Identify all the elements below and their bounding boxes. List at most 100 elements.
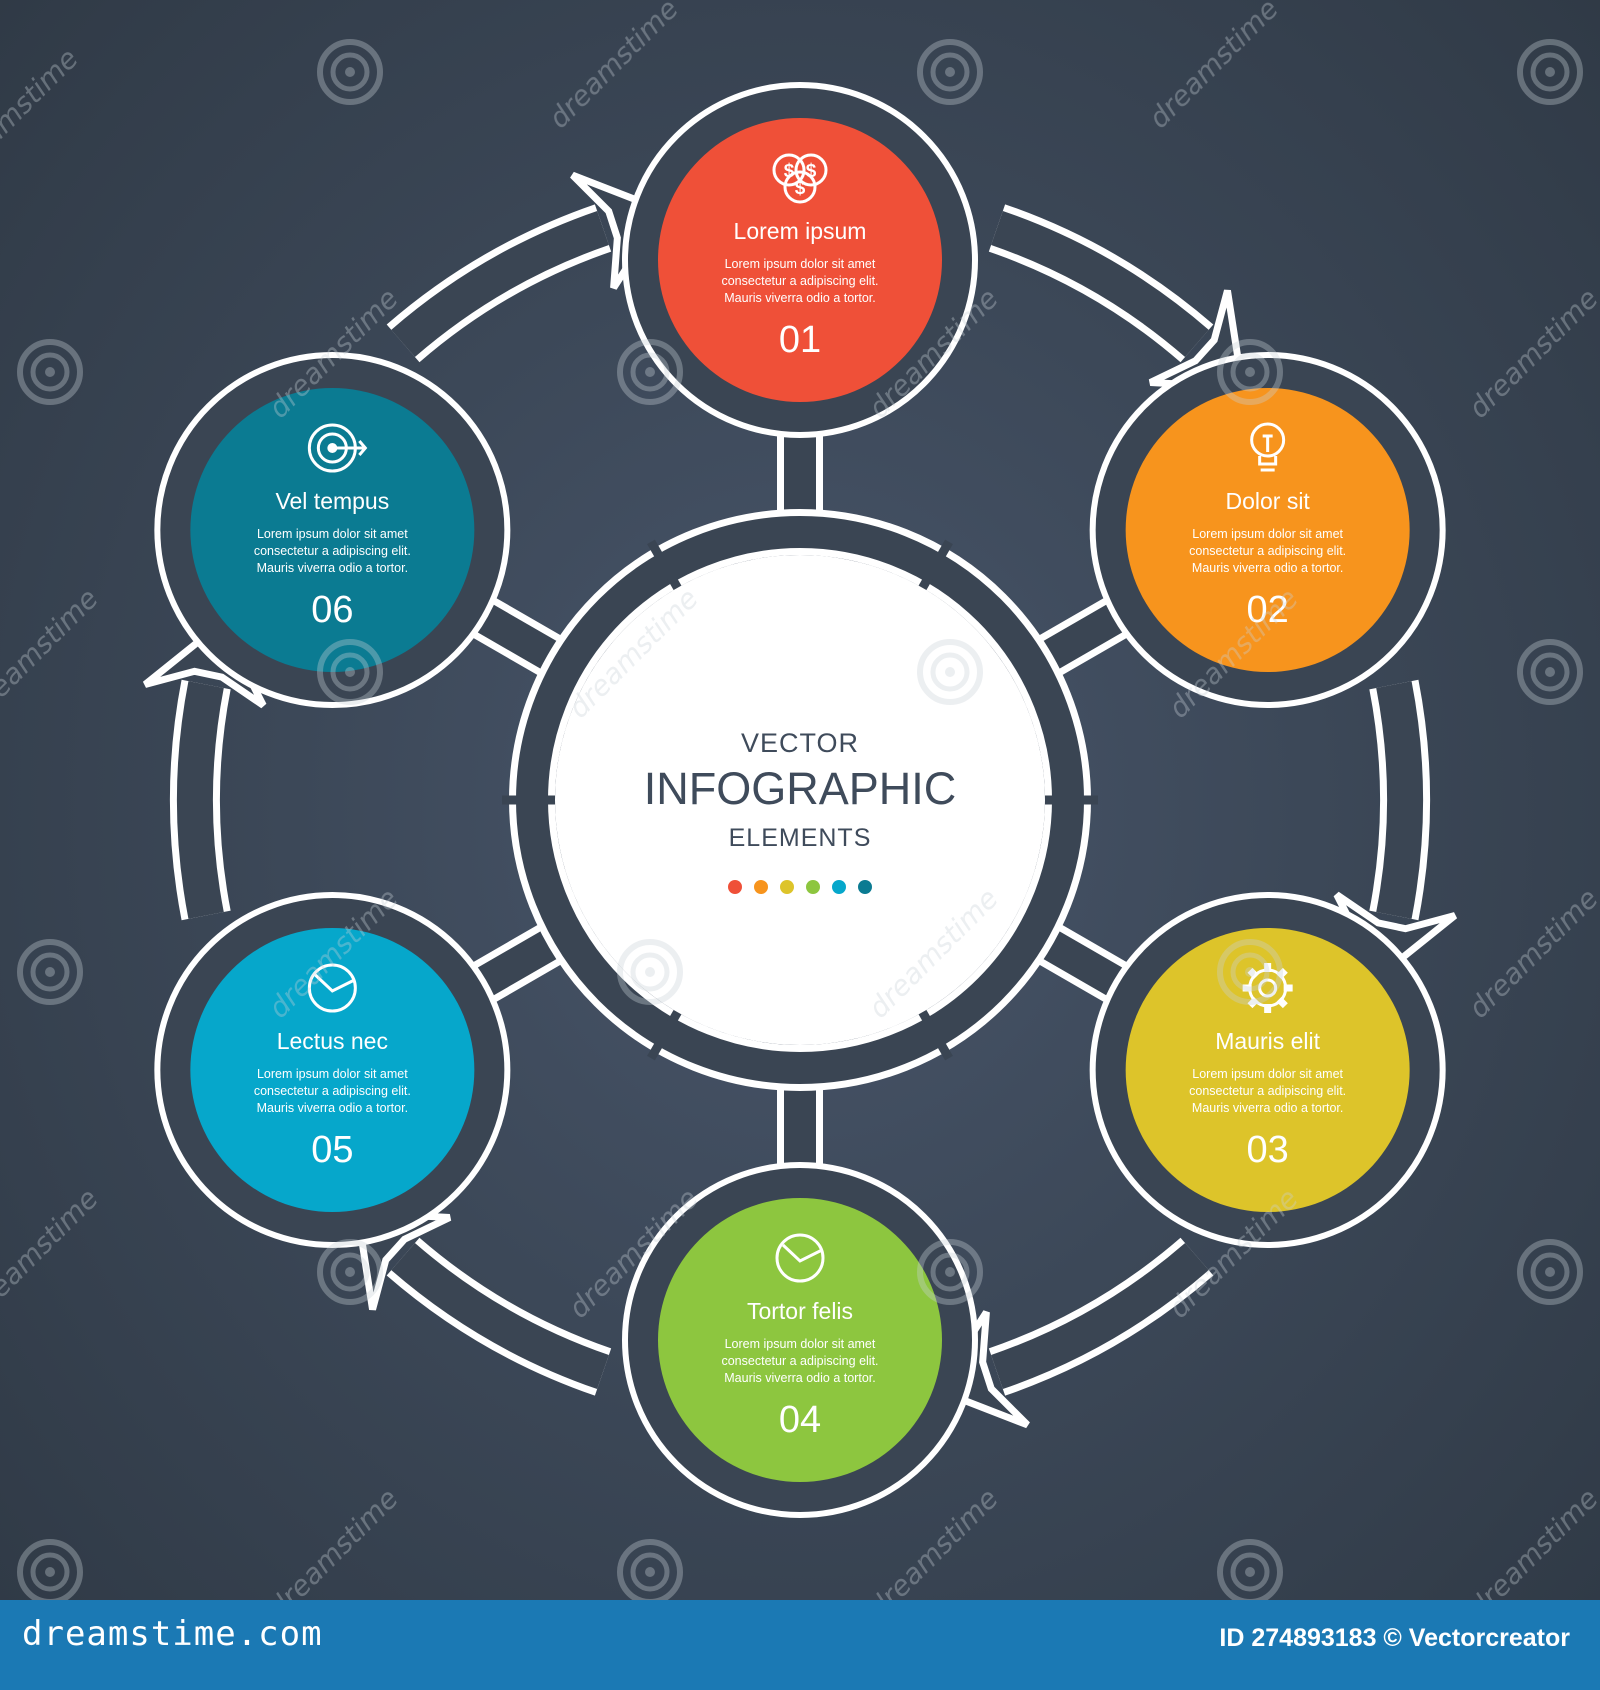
step-title: Lectus nec bbox=[277, 1028, 388, 1054]
watermark-dot bbox=[645, 967, 655, 977]
watermark-logo bbox=[17, 1539, 83, 1600]
watermark-dot bbox=[345, 1267, 355, 1277]
watermark-text: dreamstime bbox=[1142, 0, 1285, 135]
coin-shape bbox=[772, 153, 806, 187]
step-description-line: Mauris viverra odio a tortor. bbox=[724, 291, 875, 305]
color-dot bbox=[858, 880, 872, 894]
watermark-dot bbox=[1545, 667, 1555, 677]
step-title: Lorem ipsum bbox=[734, 218, 867, 244]
step-description-line: Lorem ipsum dolor sit amet bbox=[257, 527, 408, 541]
step-description-line: Mauris viverra odio a tortor. bbox=[1192, 561, 1343, 575]
color-dot bbox=[806, 880, 820, 894]
step-number: 02 bbox=[1247, 589, 1289, 631]
watermark-ring bbox=[930, 652, 970, 692]
color-dot bbox=[832, 880, 846, 894]
watermark-text: dreamstime bbox=[0, 582, 105, 725]
arrow-body-inner bbox=[391, 210, 609, 358]
watermark-logo bbox=[1517, 639, 1583, 705]
color-dots bbox=[728, 880, 872, 894]
coin-shape bbox=[794, 153, 828, 187]
watermark-text: dreamstime bbox=[1462, 882, 1600, 1025]
watermark-logo bbox=[1217, 939, 1283, 1005]
step-title: Dolor sit bbox=[1225, 488, 1310, 514]
center-label: VECTOR INFOGRAPHIC ELEMENTS bbox=[555, 555, 1045, 1045]
watermark-ring bbox=[330, 52, 370, 92]
watermark-dot bbox=[1545, 1267, 1555, 1277]
coin-symbol: $ bbox=[806, 161, 817, 182]
watermark-dot bbox=[345, 67, 355, 77]
footer-image-id: ID 274893183 © Vectorcreator bbox=[1219, 1624, 1570, 1652]
watermark-logo bbox=[617, 939, 683, 1005]
step-number: 03 bbox=[1247, 1129, 1289, 1171]
watermark-logo bbox=[317, 39, 383, 105]
step-circle bbox=[1125, 388, 1410, 672]
watermark-text: dreamstime bbox=[1462, 1482, 1600, 1600]
step-number: 06 bbox=[311, 589, 353, 631]
step-circle bbox=[190, 388, 475, 672]
step-number: 05 bbox=[311, 1129, 353, 1171]
watermark-ring bbox=[1230, 1552, 1270, 1592]
watermark-dot bbox=[1245, 967, 1255, 977]
watermark-dot bbox=[1245, 1567, 1255, 1577]
watermark-ring bbox=[617, 1539, 683, 1600]
watermark-dot bbox=[645, 367, 655, 377]
watermark-ring bbox=[917, 639, 983, 705]
ring-gap bbox=[647, 539, 685, 597]
step-description-line: Lorem ipsum dolor sit amet bbox=[257, 1067, 408, 1081]
target-arrow-head bbox=[358, 440, 368, 456]
step-description-line: Lorem ipsum dolor sit amet bbox=[1192, 527, 1343, 541]
step-title: Tortor felis bbox=[747, 1298, 853, 1324]
watermark-ring bbox=[1530, 1252, 1570, 1292]
watermark-ring bbox=[17, 1539, 83, 1600]
pie-slice bbox=[781, 1243, 823, 1263]
watermark-dot bbox=[945, 1267, 955, 1277]
bulb-shape bbox=[1250, 422, 1286, 458]
watermark-ring bbox=[630, 952, 670, 992]
watermark-logo bbox=[17, 339, 83, 405]
watermark-ring bbox=[1230, 352, 1270, 392]
center-ring-layer bbox=[468, 430, 1132, 1170]
watermark-dot bbox=[45, 1567, 55, 1577]
arrow-body-inner bbox=[991, 210, 1209, 358]
ring-gap bbox=[915, 1003, 953, 1061]
arrow-body-inner bbox=[391, 1242, 609, 1390]
watermark-ring bbox=[330, 652, 370, 692]
watermark-ring bbox=[30, 1552, 70, 1592]
watermark-dot bbox=[1545, 67, 1555, 77]
watermark-logo bbox=[1217, 339, 1283, 405]
step-circle bbox=[190, 928, 475, 1212]
watermark-ring bbox=[330, 1252, 370, 1292]
watermark-logo bbox=[617, 1539, 683, 1600]
step-description-line: Lorem ipsum dolor sit amet bbox=[725, 257, 876, 271]
watermark-logo bbox=[317, 1239, 383, 1305]
watermark-ring bbox=[1517, 39, 1583, 105]
watermark-ring bbox=[617, 339, 683, 405]
center-circle bbox=[555, 555, 1045, 1045]
arrow-body-inner bbox=[177, 681, 224, 919]
gear-hub bbox=[1258, 978, 1278, 998]
step-description-line: consectetur a adipiscing elit. bbox=[1189, 1084, 1346, 1098]
watermark-ring bbox=[630, 352, 670, 392]
color-dot bbox=[754, 880, 768, 894]
step-description-line: Mauris viverra odio a tortor. bbox=[257, 1101, 408, 1115]
step-title: Vel tempus bbox=[275, 488, 389, 514]
center-line-1: VECTOR bbox=[741, 728, 859, 758]
lightbulb-icon bbox=[1250, 422, 1286, 472]
watermark-dot bbox=[345, 667, 355, 677]
step-description-line: Mauris viverra odio a tortor. bbox=[724, 1371, 875, 1385]
pie-outline bbox=[775, 1233, 825, 1283]
watermark-ring bbox=[1530, 652, 1570, 692]
pie-chart-icon bbox=[307, 963, 357, 1013]
watermark-logo bbox=[1217, 1539, 1283, 1600]
watermark-dot bbox=[45, 967, 55, 977]
watermark-text: dreamstime bbox=[262, 1482, 405, 1600]
step-circle bbox=[658, 118, 942, 402]
color-dot bbox=[728, 880, 742, 894]
watermark-ring bbox=[1517, 1239, 1583, 1305]
watermark-ring bbox=[1217, 939, 1283, 1005]
